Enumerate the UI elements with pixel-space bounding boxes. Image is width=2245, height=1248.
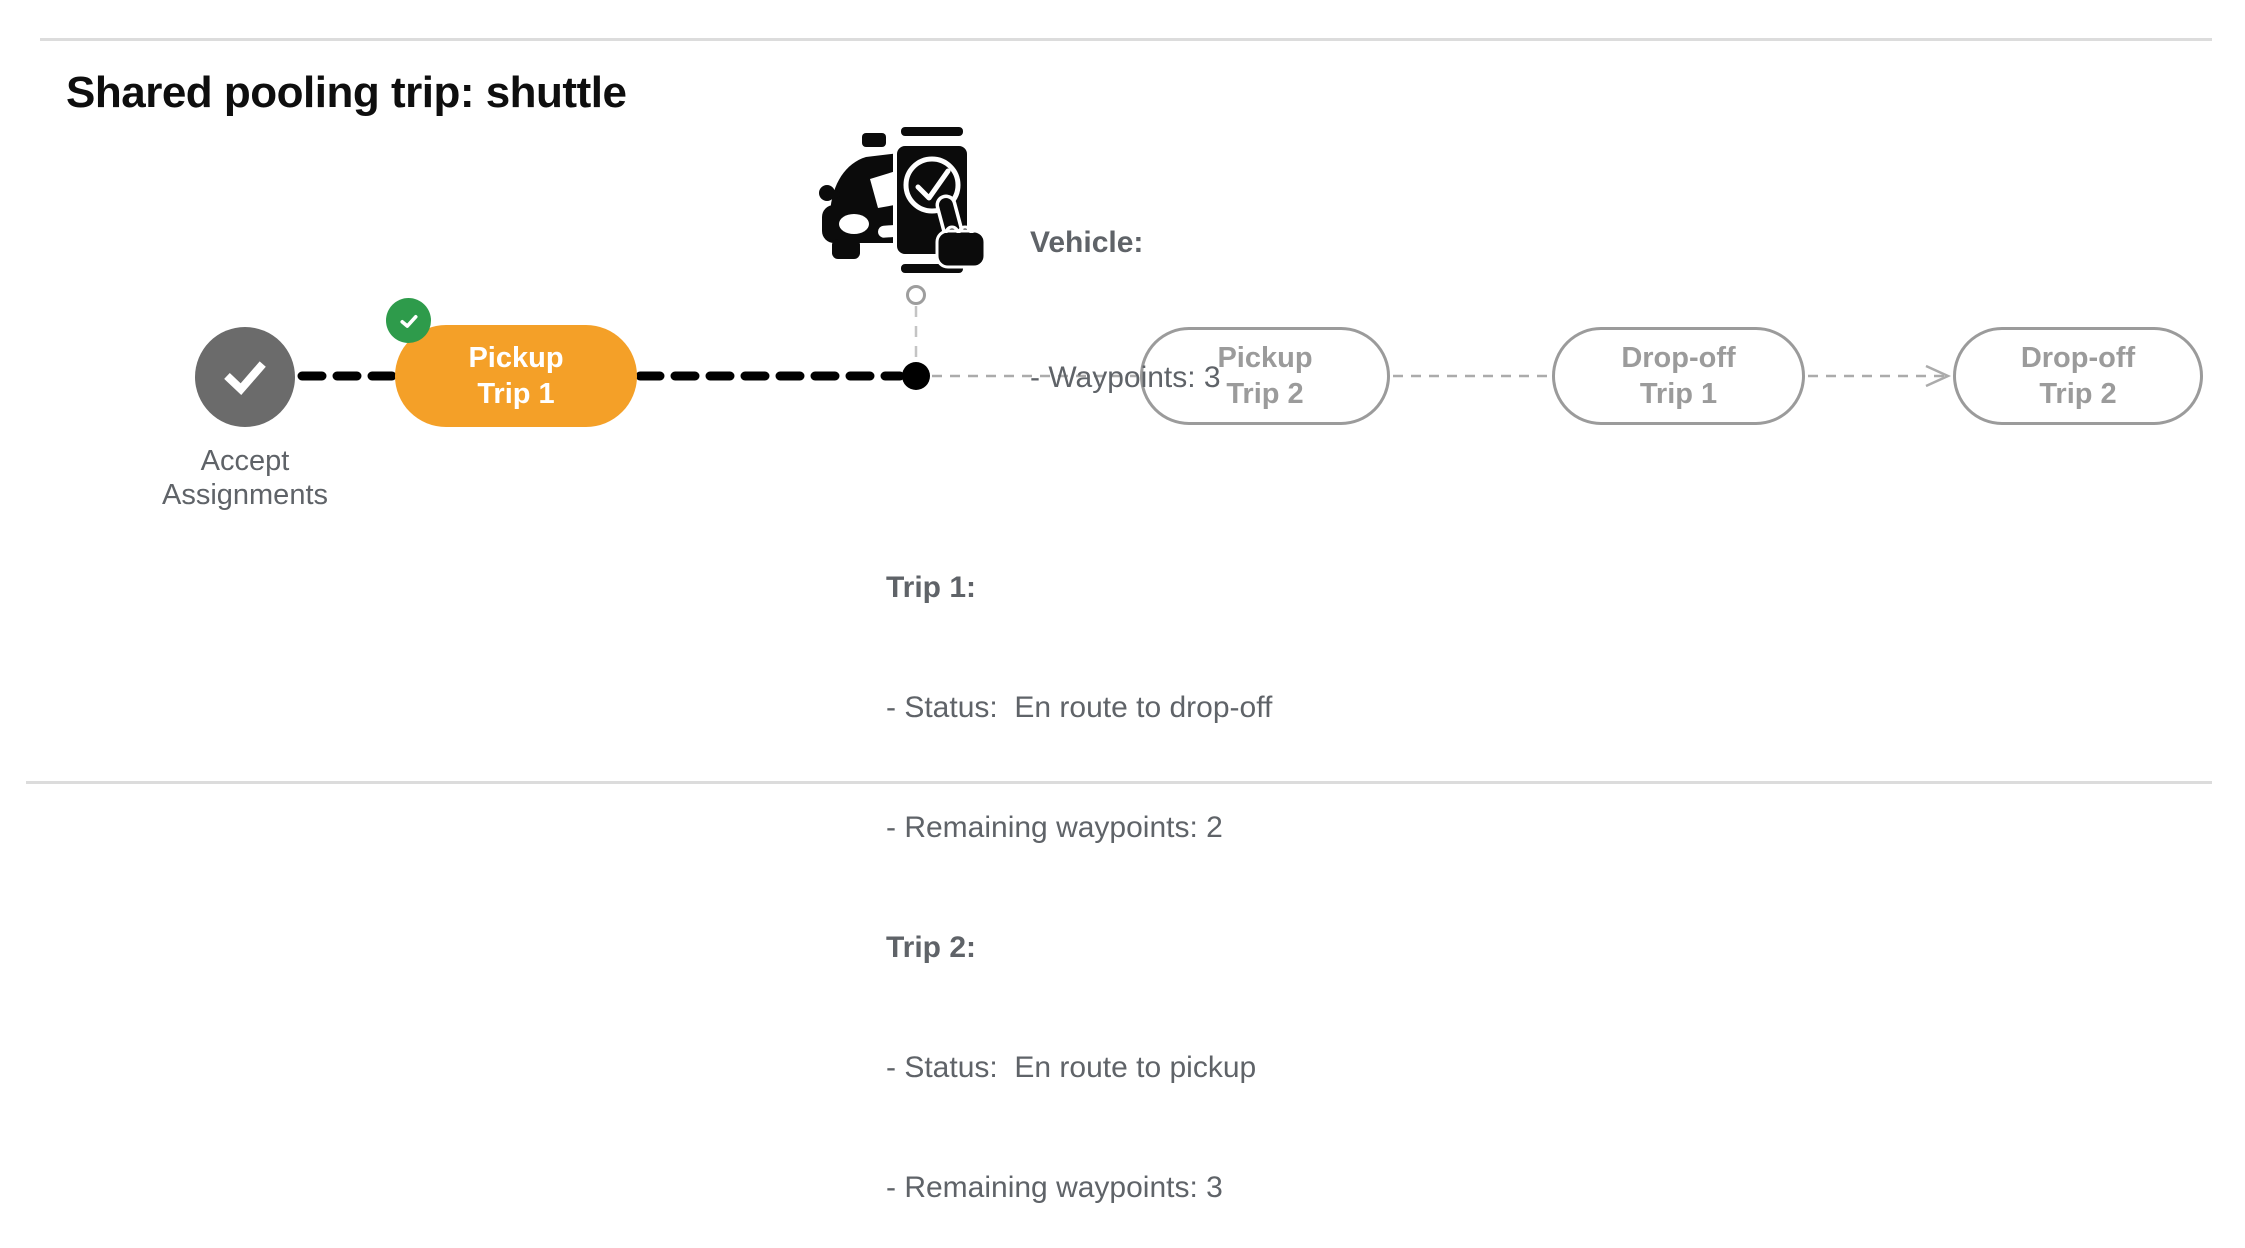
arrowhead-icon: [1925, 364, 1952, 388]
timeline-step-pickup-trip-1: Pickup Trip 1: [395, 325, 637, 427]
step-label-line1: Drop-off: [2020, 342, 2136, 374]
bottom-divider: [26, 781, 2212, 784]
check-icon: [224, 361, 266, 396]
timeline-node-accept-assignments: [195, 327, 295, 427]
step-label-line2: Trip 1: [477, 378, 555, 410]
page-title: Shared pooling trip: shuttle: [66, 68, 627, 117]
timeline-step-pickup-trip-2: Pickup Trip 2: [1140, 327, 1390, 425]
trip2-remaining: - Remaining waypoints: 3: [886, 1171, 1223, 1204]
step-label-line2: Trip 2: [1226, 378, 1304, 410]
trip2-title: Trip 2:: [886, 931, 977, 964]
timeline-connectors: [297, 285, 1952, 390]
accept-assignments-label: Accept Assignments: [110, 444, 380, 512]
vehicle-info-title: Vehicle:: [1030, 226, 1144, 259]
accept-label-line1: Accept: [200, 445, 290, 477]
trip1-status: - Status: En route to drop-off: [886, 691, 1273, 724]
step-label-line2: Trip 1: [1639, 378, 1718, 410]
vehicle-anchor-ring: [906, 285, 926, 305]
taxi-phone-check-icon: [819, 123, 987, 277]
trip2-status: - Status: En route to pickup: [886, 1051, 1257, 1084]
vehicle-info: Vehicle: - Waypoints: 3: [1030, 130, 1221, 445]
trip1-title: Trip 1:: [886, 571, 977, 604]
top-divider: [40, 38, 2212, 41]
completed-check-badge: [386, 298, 431, 343]
timeline-step-dropoff-trip-1: Drop-off Trip 1: [1552, 327, 1805, 425]
vehicle-waypoints: - Waypoints: 3: [1030, 361, 1221, 394]
step-label-line2: Trip 2: [2039, 378, 2117, 410]
step-label-line1: Drop-off: [1621, 342, 1736, 374]
trip1-remaining: - Remaining waypoints: 2: [886, 811, 1223, 844]
step-label-line1: Pickup: [1217, 342, 1313, 374]
step-label-line1: Pickup: [468, 342, 564, 374]
vehicle-position-dot: [902, 362, 930, 390]
timeline-step-dropoff-trip-2: Drop-off Trip 2: [1953, 327, 2203, 425]
accept-label-line2: Assignments: [161, 479, 328, 511]
trip-details: Trip 1: - Status: En route to drop-off -…: [886, 488, 1272, 1248]
check-icon: [399, 314, 418, 328]
